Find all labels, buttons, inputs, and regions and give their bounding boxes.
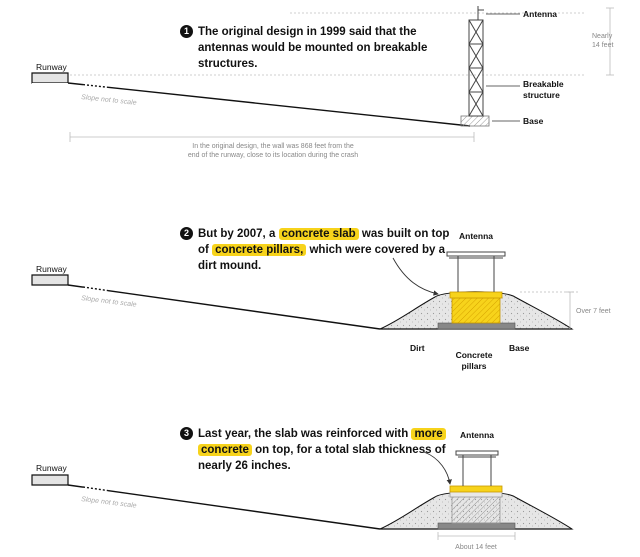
breakable-label-2: structure xyxy=(523,90,560,100)
caption-1-text-1: The original design in 1999 said that th… xyxy=(198,26,417,38)
slope-break-dots-2 xyxy=(82,286,109,292)
caption-3-line-1: 3 Last year, the slab was reinforced with… xyxy=(180,426,450,442)
base-label-2: Base xyxy=(509,343,530,353)
slope-break-dots-3 xyxy=(82,486,109,492)
antenna-label-3: Antenna xyxy=(460,430,494,440)
highlight-concrete-pillars: concrete pillars, xyxy=(212,244,307,256)
runway-label: Runway xyxy=(36,62,67,72)
base-block-3 xyxy=(437,522,516,530)
base-block xyxy=(460,115,490,127)
caption-3-a: Last year, the slab was reinforced with xyxy=(198,428,409,440)
highlight-concrete: concrete xyxy=(198,444,252,456)
caption-1-line-3: structures. xyxy=(198,58,258,70)
caption-2-line-2: of concrete pillars, which were covered … xyxy=(180,242,450,258)
caption-2-c: of xyxy=(198,244,209,256)
distance-note-2: end of the runway, close to its location… xyxy=(188,152,358,159)
caption-2-d: which were covered by a xyxy=(309,244,445,256)
width-label: About 14 feet xyxy=(455,544,497,551)
concrete-slab xyxy=(449,291,503,299)
step-badge-3: 3 xyxy=(180,427,193,440)
step-badge-1: 1 xyxy=(180,25,193,38)
height-dimension-2 xyxy=(520,291,578,329)
slope-line-3 xyxy=(67,484,381,530)
slope-line xyxy=(67,82,471,127)
panel-1-original-design: Slope not to scale Runway Antenna Breaka… xyxy=(31,6,614,159)
caption-2-a: But by 2007, a xyxy=(198,228,276,240)
caption-2-line-1: 2 But by 2007, a concrete slab was built … xyxy=(180,226,450,242)
caption-2-b: was built on top xyxy=(361,228,450,240)
breakable-structure xyxy=(468,6,484,117)
slope-line-2 xyxy=(67,284,381,330)
runway-block xyxy=(31,72,69,84)
antenna-frame-3 xyxy=(455,450,499,486)
caption-arrow-3 xyxy=(423,451,452,485)
runway-block-2 xyxy=(31,274,69,286)
antenna-label-2: Antenna xyxy=(459,231,493,241)
height-label-bottom: 14 feet xyxy=(592,42,613,49)
base-label-1: Base xyxy=(523,116,544,126)
antenna-label-1: Antenna xyxy=(523,9,557,19)
caption-2-line-3: dirt mound. xyxy=(198,260,262,272)
slope-note-2: Slope not to scale xyxy=(81,295,137,309)
caption-arrow-2 xyxy=(392,257,439,296)
slope-break-dots xyxy=(82,83,109,88)
runway-label-2: Runway xyxy=(36,264,67,274)
dirt-label: Dirt xyxy=(410,343,425,353)
antenna-frame-2 xyxy=(446,251,506,292)
breakable-label-1: Breakable xyxy=(523,79,564,89)
distance-dimension xyxy=(69,132,475,142)
highlight-more: more xyxy=(411,428,446,440)
runway-label-3: Runway xyxy=(36,463,67,473)
slope-note-3: Slope not to scale xyxy=(81,496,137,510)
caption-1: 1 The original design in 1999 said that t… xyxy=(180,24,460,72)
step-badge-2: 2 xyxy=(180,227,193,240)
height-dimension xyxy=(606,7,614,76)
height-label-2: Over 7 feet xyxy=(576,308,611,315)
additional-concrete xyxy=(449,485,503,493)
pillars-label-1: Concrete xyxy=(456,350,493,360)
slope-ground xyxy=(32,83,470,126)
caption-3-line-2: concrete on top, for a total slab thickn… xyxy=(180,442,450,458)
highlight-concrete-slab: concrete slab xyxy=(278,228,359,240)
width-dimension xyxy=(437,532,516,540)
caption-3-line-3: nearly 26 inches. xyxy=(198,460,291,472)
pillars-label-2: pillars xyxy=(461,361,486,371)
caption-3-b: on top, for a total slab thickness of xyxy=(255,444,446,456)
caption-3: 3 Last year, the slab was reinforced with… xyxy=(180,426,450,474)
concrete-pillars-3 xyxy=(451,495,501,524)
concrete-pillars xyxy=(451,295,501,324)
caption-2: 2 But by 2007, a concrete slab was built … xyxy=(180,226,450,274)
base-block-2 xyxy=(437,322,516,330)
runway-block-3 xyxy=(31,474,69,486)
caption-1-line-2: antennas would be mounted on breakable xyxy=(198,42,428,54)
height-label-top: Nearly xyxy=(592,33,613,40)
caption-1-line-1: 1 The original design in 1999 said that t… xyxy=(180,24,460,40)
distance-note-1: In the original design, the wall was 868… xyxy=(192,143,354,150)
